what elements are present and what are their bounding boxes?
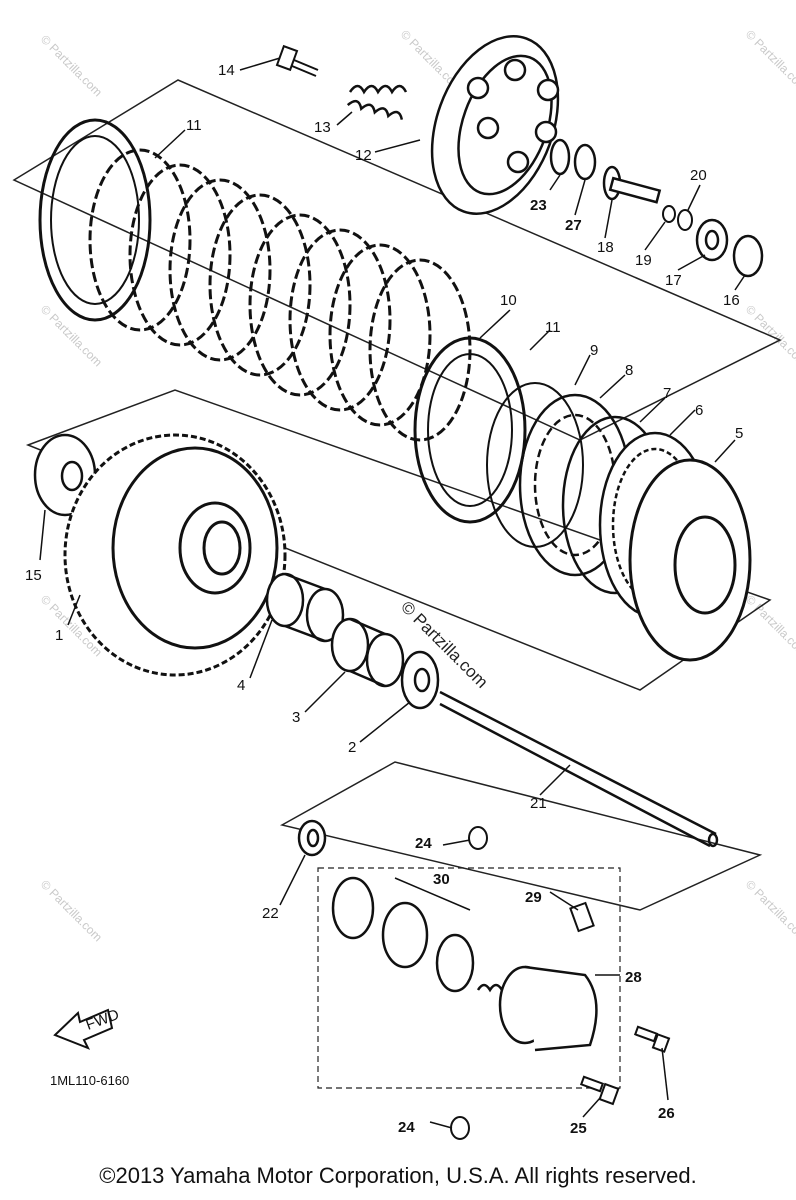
- watermark-tile: © Partzilla.com: [743, 592, 796, 659]
- part-label: 18: [597, 239, 614, 256]
- watermark-tile: © Partzilla.com: [38, 32, 105, 99]
- part-label: 8: [625, 362, 633, 379]
- part-label: 29: [525, 889, 542, 906]
- part-label: 23: [530, 197, 547, 214]
- part-label: 25: [570, 1120, 587, 1137]
- part-label: 12: [355, 147, 372, 164]
- part-label: 27: [565, 217, 582, 234]
- part-label: 16: [723, 292, 740, 309]
- watermark-tile: © Partzilla.com: [38, 877, 105, 944]
- bolt-25: [579, 1075, 620, 1106]
- part-label: 1: [55, 627, 63, 644]
- piston-kit-30: [331, 876, 475, 993]
- plate-16: [732, 234, 764, 278]
- spring-13: [346, 84, 408, 120]
- diagram-code: 1ML110-6160: [50, 1073, 129, 1088]
- part-label: 14: [218, 62, 235, 79]
- part-label: 7: [663, 385, 671, 402]
- ball-19: [662, 205, 676, 223]
- part-labels: 14 13 12 11 23 27 18 19 20 17 16 10 11 9…: [25, 62, 743, 1137]
- part-label: 26: [658, 1105, 675, 1122]
- part-label: 9: [590, 342, 598, 359]
- oil-seal-22: [297, 819, 327, 857]
- washer-2: [400, 650, 440, 710]
- bolt-26: [633, 1025, 671, 1053]
- part-label: 20: [690, 167, 707, 184]
- upper-group-outline: [12, 79, 782, 441]
- part-label: 30: [433, 871, 450, 888]
- part-label: 24: [398, 1119, 415, 1136]
- watermark-tile: © Partzilla.com: [743, 27, 796, 94]
- part-label: 10: [500, 292, 517, 309]
- part-label: 11: [545, 319, 561, 336]
- middle-group-outline: [25, 389, 772, 691]
- part-label: 28: [625, 969, 642, 986]
- watermark-tile: © Partzilla.com: [743, 877, 796, 944]
- part-label: 5: [735, 425, 743, 442]
- push-rod-21: [439, 690, 719, 848]
- pressure-plate-5: [628, 458, 752, 662]
- forward-arrow: FWD: [53, 1006, 122, 1050]
- release-cylinder-28: [498, 965, 598, 1052]
- part-label: 3: [292, 709, 300, 726]
- dowel-24-top: [468, 826, 488, 850]
- lower-group-outline: [279, 761, 763, 911]
- needle-bearing-4: [265, 572, 345, 643]
- part-label: 24: [415, 835, 432, 852]
- part-label: 21: [530, 795, 547, 812]
- part-label: 19: [635, 252, 652, 269]
- clutch-plate-stack: [38, 118, 527, 524]
- spacer-3: [330, 617, 405, 688]
- copyright-notice: ©2013 Yamaha Motor Corporation, U.S.A. A…: [99, 1163, 697, 1188]
- part-label: 2: [348, 739, 356, 756]
- part-label: 11: [186, 117, 202, 134]
- part-label: 6: [695, 402, 703, 419]
- part-label: 22: [262, 905, 279, 922]
- leader-lines: [39, 57, 746, 1129]
- nut-27: [573, 143, 597, 181]
- clutch-housing-1: [63, 433, 287, 677]
- bolt-14: [275, 44, 319, 77]
- push-rod-18: [602, 165, 662, 204]
- part-label: 13: [314, 119, 331, 136]
- part-label: 4: [237, 677, 245, 694]
- bleed-screw-29: [569, 901, 595, 933]
- washer-23: [549, 138, 571, 176]
- ring-20: [677, 209, 693, 231]
- bearing-17: [695, 218, 729, 262]
- part-label: 17: [665, 272, 682, 289]
- part-label: 15: [25, 567, 42, 584]
- pressure-plate-12: [430, 35, 560, 215]
- release-assembly-outline: [317, 867, 621, 1089]
- dowel-24-bottom: [450, 1116, 470, 1140]
